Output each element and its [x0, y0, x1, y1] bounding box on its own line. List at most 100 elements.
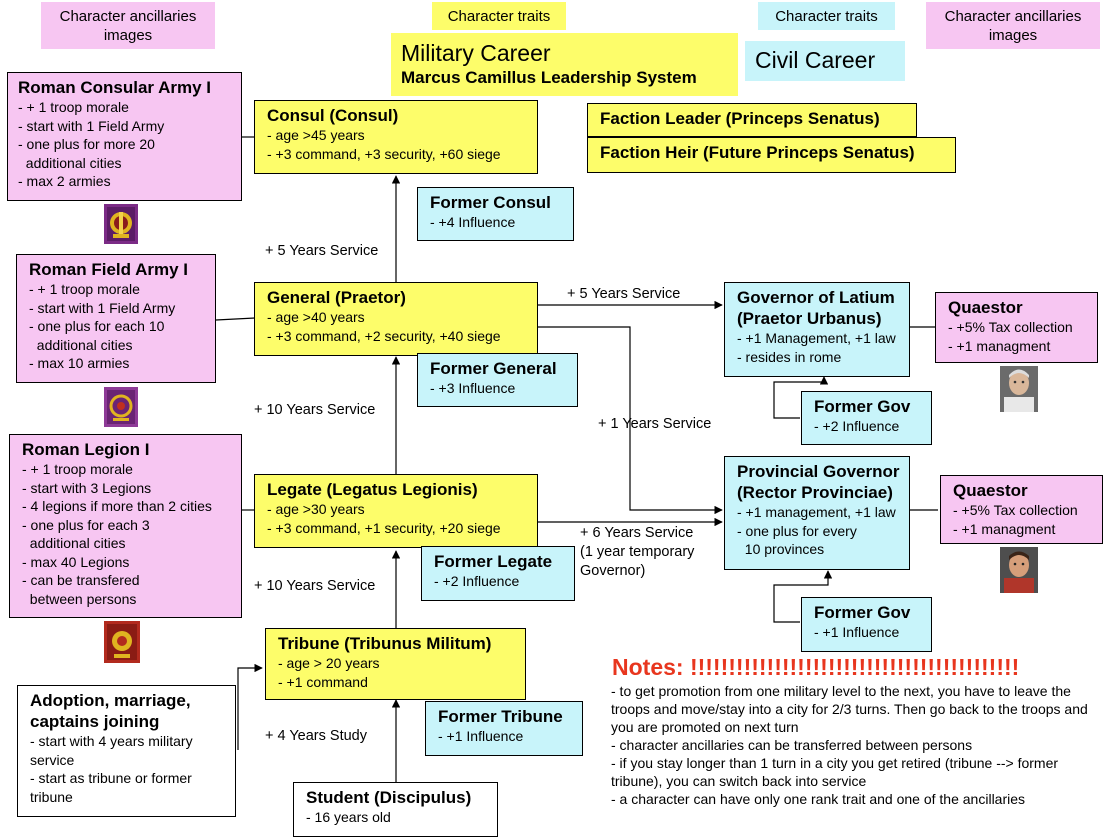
- rank-line: - +3 command, +1 security, +20 siege: [267, 519, 501, 536]
- governor-line: - one plus for every: [737, 522, 857, 539]
- former-tribune: Former Tribune - +1 Influence: [425, 701, 583, 756]
- ancillary-line: additional cities: [22, 535, 126, 551]
- quaestor-line: - +1 managment: [953, 520, 1056, 537]
- faction-leader-box: Faction Leader (Princeps Senatus): [587, 103, 917, 137]
- former-line: - +3 Influence: [430, 380, 516, 396]
- governor-line: - +1 management, +1 law: [737, 504, 896, 520]
- military-career-title-box: Military Career Marcus Camillus Leadersh…: [391, 33, 738, 96]
- rank-line: - age > 20 years: [278, 655, 380, 671]
- ancillary-line: - max 10 armies: [29, 355, 130, 371]
- elder-portrait-icon: [1000, 366, 1038, 412]
- label-to-general: + 10 Years Service: [254, 402, 376, 418]
- former-title: Former Consul: [430, 193, 551, 212]
- label-general-to-provincial: + 1 Years Service: [598, 416, 712, 432]
- ancillary-line: - + 1 troop morale: [29, 281, 140, 297]
- field-army-standard-icon: [104, 387, 138, 427]
- ancillary-consular-army: Roman Consular Army I - + 1 troop morale…: [7, 72, 242, 201]
- quaestor-line: - +1 managment: [948, 337, 1051, 354]
- military-career-subtitle: Marcus Camillus Leadership System: [401, 68, 697, 87]
- rank-legate: Legate (Legatus Legionis) - age >30 year…: [254, 474, 538, 548]
- former-line: - +2 Influence: [814, 418, 900, 434]
- label-to-consul: + 5 Years Service: [265, 243, 379, 259]
- former-title: Former Tribune: [438, 707, 563, 726]
- ancillary-line: - can be transfered: [22, 572, 140, 588]
- former-title: Former Legate: [434, 552, 553, 571]
- rank-general: General (Praetor) - age >40 years - +3 c…: [254, 282, 538, 356]
- rank-title: Consul (Consul): [267, 106, 399, 125]
- former-line: - +2 Influence: [434, 573, 520, 589]
- note-line: - to get promotion from one military lev…: [611, 683, 1088, 735]
- header-ancillaries-left: Character ancillaries images: [41, 2, 215, 49]
- rank-consul: Consul (Consul) - age >45 years - +3 com…: [254, 100, 538, 174]
- former-consul: Former Consul - +4 Influence: [417, 187, 574, 241]
- header-traits-left: Character traits: [432, 2, 566, 30]
- rank-line: - +3 command, +2 security, +40 siege: [267, 327, 501, 344]
- rank-title: General (Praetor): [267, 288, 406, 307]
- former-gov-latium: Former Gov - +2 Influence: [801, 391, 932, 445]
- ancillary-title: Roman Legion I: [22, 440, 150, 459]
- label-legate-to-provincial: Governor): [580, 563, 646, 579]
- label-legate-to-provincial: (1 year temporary: [580, 544, 695, 560]
- ancillary-legion: Roman Legion I - + 1 troop morale - star…: [9, 434, 242, 618]
- military-career-title: Military Career: [401, 40, 551, 66]
- ancillary-title: Roman Consular Army I: [18, 78, 212, 97]
- faction-heir-title: Faction Heir (Future Princeps Senatus): [600, 143, 915, 162]
- ancillary-line: - one plus for more 20: [18, 136, 155, 152]
- ancillary-line: additional cities: [29, 336, 133, 353]
- ancillary-line: - one plus for each 3: [22, 516, 150, 533]
- governor-line: - resides in rome: [737, 348, 842, 365]
- quaestor-title: Quaestor: [953, 481, 1028, 500]
- adoption-title: Adoption, marriage, captains joining: [30, 691, 191, 731]
- civil-career-title-box: Civil Career: [745, 41, 905, 81]
- ancillary-line: - start with 3 Legions: [22, 479, 152, 496]
- rank-tribune: Tribune (Tribunus Militum) - age > 20 ye…: [265, 628, 526, 700]
- notes-title: Notes: !!!!!!!!!!!!!!!!!!!!!!!!!!!!!!!!!…: [612, 654, 1020, 680]
- quaestor-line: - +5% Tax collection: [953, 502, 1078, 518]
- consular-army-standard-icon: [104, 204, 138, 244]
- ancillary-line: - one plus for each 10: [29, 318, 165, 334]
- note-line: - if you stay longer than 1 turn in a ci…: [611, 755, 1059, 789]
- rank-line: - age >30 years: [267, 501, 365, 517]
- quaestor-provincial: Quaestor - +5% Tax collection - +1 manag…: [940, 475, 1103, 544]
- governor-title: (Praetor Urbanus): [737, 309, 882, 328]
- former-line: - +4 Influence: [430, 214, 516, 230]
- quaestor-line: - +5% Tax collection: [948, 319, 1073, 335]
- governor-line: - +1 Management, +1 law: [737, 330, 896, 346]
- faction-heir-box: Faction Heir (Future Princeps Senatus): [587, 137, 956, 173]
- label-to-tribune: + 4 Years Study: [265, 728, 367, 744]
- former-general: Former General - +3 Influence: [417, 353, 578, 407]
- rank-line: - +1 command: [278, 673, 368, 690]
- rank-student: Student (Discipulus) - 16 years old: [293, 782, 498, 837]
- former-title: Former General: [430, 359, 557, 378]
- former-title: Former Gov: [814, 397, 911, 416]
- quaestor-title: Quaestor: [948, 298, 1023, 317]
- former-legate: Former Legate - +2 Influence: [421, 546, 575, 601]
- former-gov-provincial: Former Gov - +1 Influence: [801, 597, 932, 652]
- rank-title: Student (Discipulus): [306, 788, 472, 807]
- rank-line: - age >40 years: [267, 309, 365, 325]
- governor-title: (Rector Provinciae): [737, 483, 893, 502]
- adoption-box: Adoption, marriage, captains joining - s…: [17, 685, 236, 817]
- adoption-line: - start with 4 years military service: [30, 733, 193, 768]
- rank-line: - 16 years old: [306, 809, 391, 825]
- ancillary-title: Roman Field Army I: [29, 260, 189, 279]
- ancillary-line: - start with 1 Field Army: [29, 299, 176, 316]
- rank-line: - +3 command, +3 security, +60 siege: [267, 145, 501, 162]
- governor-line: 10 provinces: [737, 541, 825, 557]
- ancillary-line: - 4 legions if more than 2 cities: [22, 498, 212, 514]
- note-line: - a character can have only one rank tra…: [611, 791, 1026, 807]
- legion-standard-icon: [104, 621, 140, 663]
- governor-provincial: Provincial Governor (Rector Provinciae) …: [724, 456, 910, 570]
- ancillary-line: - start with 1 Field Army: [18, 117, 165, 134]
- ancillary-line: - + 1 troop morale: [22, 461, 133, 477]
- former-title: Former Gov: [814, 603, 911, 622]
- ancillary-line: - max 40 Legions: [22, 553, 130, 570]
- governor-title: Provincial Governor: [737, 462, 900, 481]
- adoption-line: - start as tribune or former tribune: [30, 770, 192, 805]
- rank-title: Legate (Legatus Legionis): [267, 480, 478, 499]
- civil-career-title: Civil Career: [755, 47, 876, 73]
- ancillary-line: - + 1 troop morale: [18, 99, 129, 115]
- ancillary-field-army: Roman Field Army I - + 1 troop morale - …: [16, 254, 216, 383]
- ancillary-line: between persons: [22, 590, 137, 607]
